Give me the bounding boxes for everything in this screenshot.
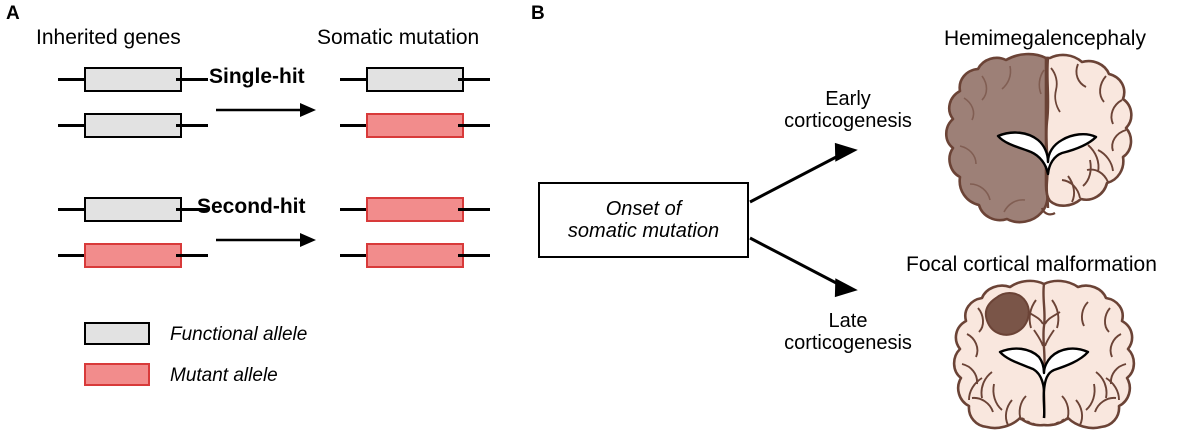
allele-box-functional	[366, 67, 464, 92]
mechanism-label-single-hit: Single-hit	[209, 65, 305, 88]
arrow-right-icon	[216, 233, 316, 247]
brain-coronal-hemimegalencephaly-icon	[938, 50, 1150, 230]
allele-box-functional	[84, 197, 182, 222]
legend-label-functional-allele: Functional allele	[170, 324, 308, 345]
chromosome-arm-left	[58, 124, 90, 127]
timing-label-early-corticogenesis: Early corticogenesis	[784, 88, 912, 132]
onset-of-somatic-mutation-box: Onset of somatic mutation	[538, 182, 749, 258]
chromosome-arm-right	[458, 124, 490, 127]
outcome-title-focal-cortical-malformation: Focal cortical malformation	[906, 253, 1157, 276]
arrow-right-icon	[216, 103, 316, 117]
allele-row-secondhit-before-2	[58, 240, 208, 270]
chromosome-arm-right	[176, 254, 208, 257]
allele-row-singlehit-before-2	[58, 110, 208, 140]
allele-row-singlehit-after-2	[340, 110, 490, 140]
allele-row-singlehit-after-1	[340, 64, 490, 94]
legend-label-mutant-allele: Mutant allele	[170, 365, 278, 386]
allele-box-functional	[84, 113, 182, 138]
chromosome-arm-left	[340, 124, 372, 127]
arrow-up-right-icon	[749, 142, 858, 204]
allele-row-singlehit-before-1	[58, 64, 208, 94]
legend-swatch-mutant-allele	[84, 363, 150, 386]
heading-inherited-genes: Inherited genes	[36, 26, 181, 49]
allele-row-secondhit-after-2	[340, 240, 490, 270]
legend-swatch-functional-allele	[84, 322, 150, 345]
chromosome-arm-left	[340, 208, 372, 211]
chromosome-arm-right	[176, 124, 208, 127]
allele-row-secondhit-after-1	[340, 194, 490, 224]
focal-lesion-shape	[984, 292, 1030, 336]
chromosome-arm-right	[458, 254, 490, 257]
allele-box-mutant	[366, 113, 464, 138]
chromosome-arm-right	[176, 208, 208, 211]
chromosome-arm-left	[340, 78, 372, 81]
chromosome-arm-left	[58, 78, 90, 81]
allele-box-functional	[84, 67, 182, 92]
chromosome-arm-left	[58, 208, 90, 211]
panel-letter-a: A	[6, 3, 20, 24]
allele-box-mutant	[84, 243, 182, 268]
chromosome-arm-right	[176, 78, 208, 81]
brain-coronal-focal-lesion-icon	[938, 278, 1150, 435]
outcome-title-hemimegalencephaly: Hemimegalencephaly	[944, 27, 1146, 50]
chromosome-arm-right	[458, 208, 490, 211]
onset-box-text: Onset of somatic mutation	[567, 197, 720, 242]
allele-box-mutant	[366, 197, 464, 222]
arrow-down-right-icon	[749, 236, 858, 298]
allele-box-mutant	[366, 243, 464, 268]
chromosome-arm-left	[58, 254, 90, 257]
timing-label-late-corticogenesis: Late corticogenesis	[784, 310, 912, 354]
mechanism-label-second-hit: Second-hit	[197, 195, 306, 218]
chromosome-arm-right	[458, 78, 490, 81]
allele-row-secondhit-before-1	[58, 194, 208, 224]
panel-letter-b: B	[531, 3, 545, 24]
chromosome-arm-left	[340, 254, 372, 257]
heading-somatic-mutation: Somatic mutation	[317, 26, 480, 49]
